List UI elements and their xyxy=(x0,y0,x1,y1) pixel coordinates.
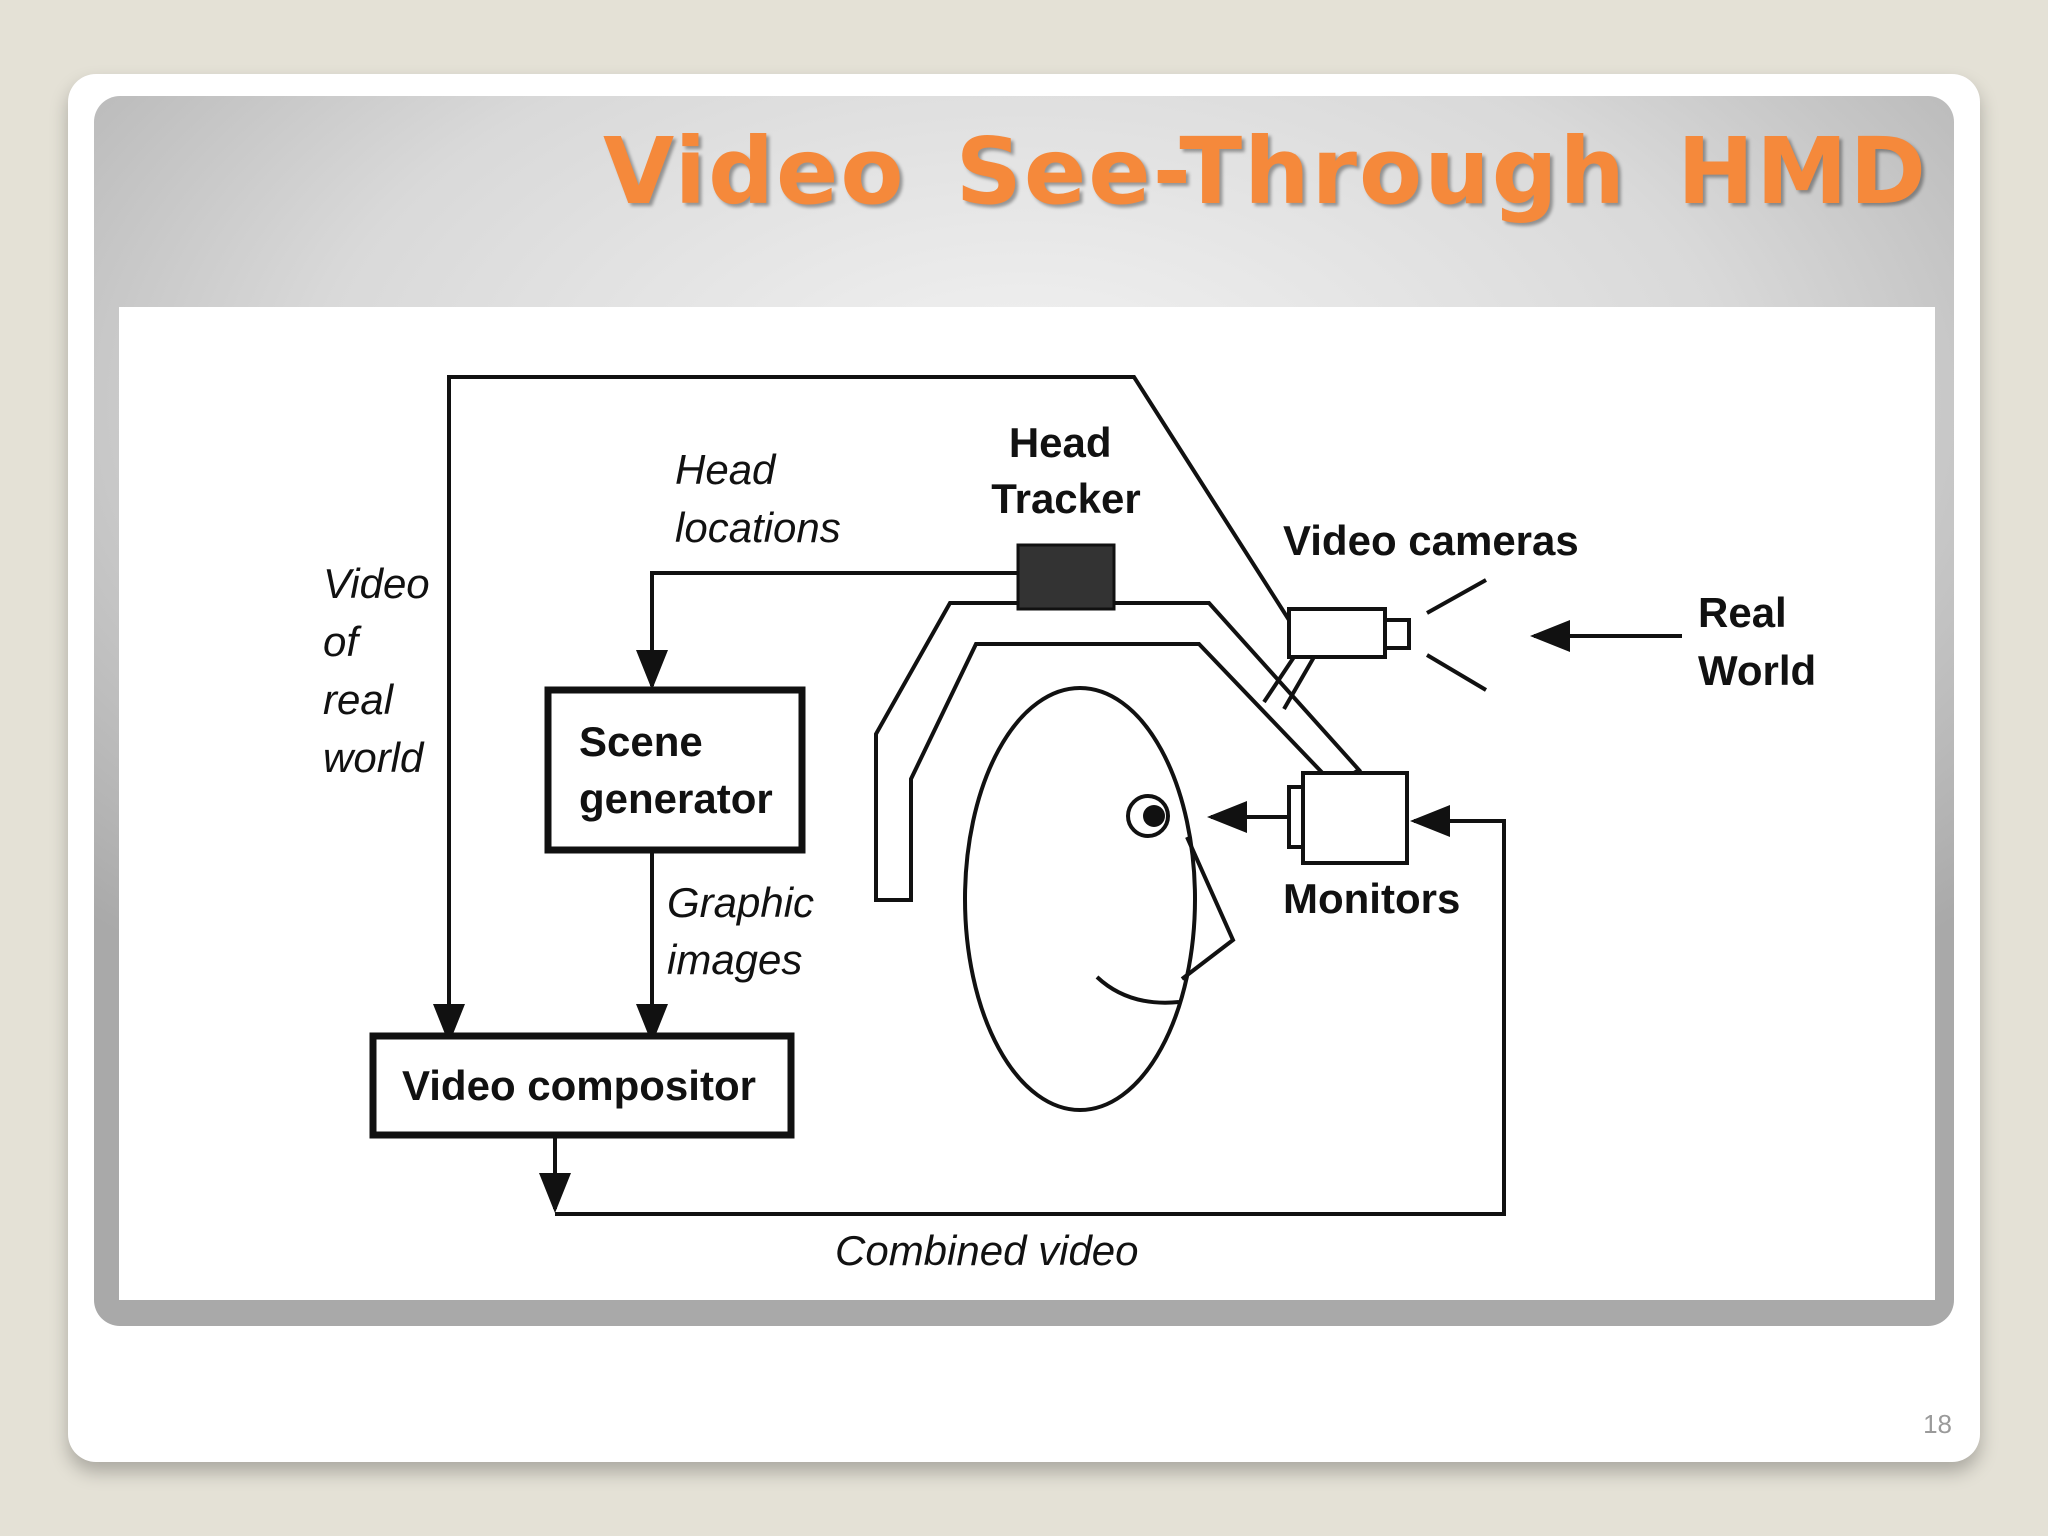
monitors-label: Monitors xyxy=(1283,875,1460,922)
head-face xyxy=(963,686,1236,1112)
video-compositor-box xyxy=(369,1032,795,1139)
camera-mount xyxy=(1262,655,1316,710)
head-tracker-label: Head Tracker xyxy=(991,419,1140,522)
video-of-real-world-path xyxy=(433,375,1291,1044)
video-cameras-label: Video cameras xyxy=(1283,517,1579,564)
graphic-images-label: Graphic images xyxy=(667,879,826,983)
head-locations-label: Head locations xyxy=(675,446,841,551)
scene-generator-label: Scene generator xyxy=(579,718,773,822)
slide-title: Video See-Through HMD xyxy=(603,118,1928,225)
hmd-diagram: Head Tracker Head locations Video of rea… xyxy=(323,375,1816,1274)
video-compositor-label: Video compositor xyxy=(402,1062,756,1109)
eye-icon xyxy=(1126,794,1170,838)
video-camera-icon xyxy=(1287,578,1488,692)
combined-video-label: Combined video xyxy=(835,1227,1139,1274)
combined-video-path xyxy=(539,805,1506,1216)
diagram-panel: Head Tracker Head locations Video of rea… xyxy=(119,307,1935,1300)
video-of-real-world-label: Video of real world xyxy=(323,560,441,781)
real-world-label: Real World xyxy=(1698,589,1816,694)
monitor-icon xyxy=(1287,771,1409,865)
head-tracker-block xyxy=(1016,543,1116,611)
page-number: 18 xyxy=(1923,1409,1952,1439)
scene-generator-box xyxy=(544,686,806,854)
head-locations-path xyxy=(636,571,1018,690)
